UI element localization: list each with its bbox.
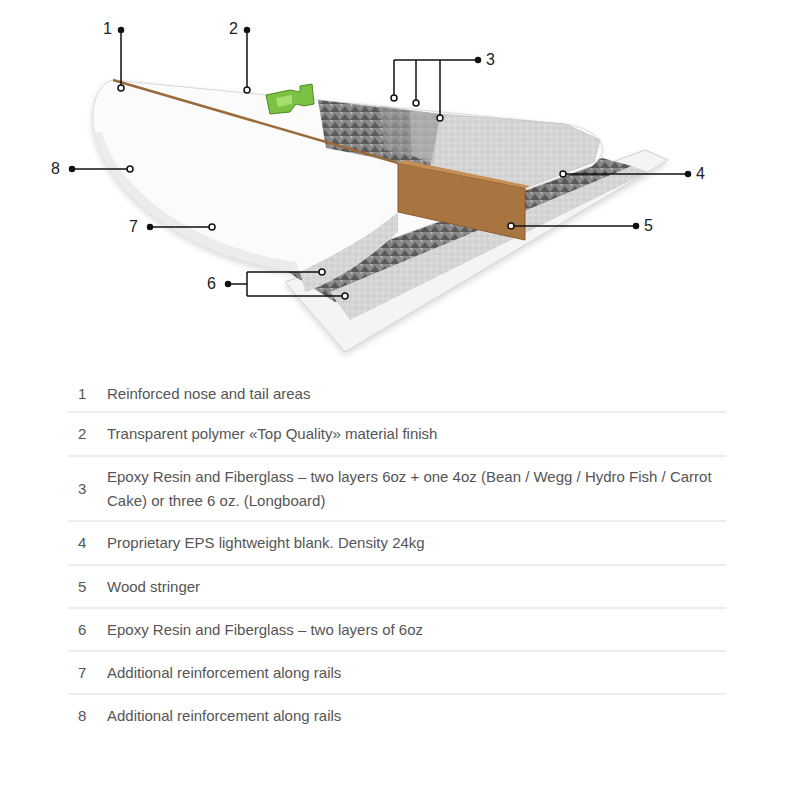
table-number: 3 — [78, 479, 86, 499]
table-cell: Additional reinforcement along rails — [107, 661, 722, 685]
table-number: 1 — [78, 384, 86, 404]
table-cell: Epoxy Resin and Fiberglass – two layers … — [107, 618, 722, 642]
callout-number: 1 — [103, 20, 112, 38]
callout-number: 3 — [486, 51, 495, 69]
table-number: 7 — [78, 663, 86, 683]
callout-number: 2 — [229, 20, 238, 38]
table-cell: Additional reinforcement along rails — [107, 704, 722, 728]
callout-number: 8 — [51, 160, 60, 178]
callout-number: 5 — [644, 217, 653, 235]
table-number: 6 — [78, 620, 86, 640]
table-cell: Transparent polymer «Top Quality» materi… — [107, 422, 722, 446]
table-number: 5 — [78, 577, 86, 597]
table-cell: Reinforced nose and tail areas — [107, 382, 722, 406]
table-number: 4 — [78, 533, 86, 553]
callout-number: 6 — [207, 275, 216, 293]
callout-number: 7 — [129, 218, 138, 236]
callout-number: 4 — [696, 165, 705, 183]
table-cell: Epoxy Resin and Fiberglass – two layers … — [107, 465, 722, 513]
table-cell: Wood stringer — [107, 575, 722, 599]
table-number: 2 — [78, 424, 86, 444]
table-number: 8 — [78, 706, 86, 726]
table-cell: Proprietary EPS lightweight blank. Densi… — [107, 531, 722, 555]
